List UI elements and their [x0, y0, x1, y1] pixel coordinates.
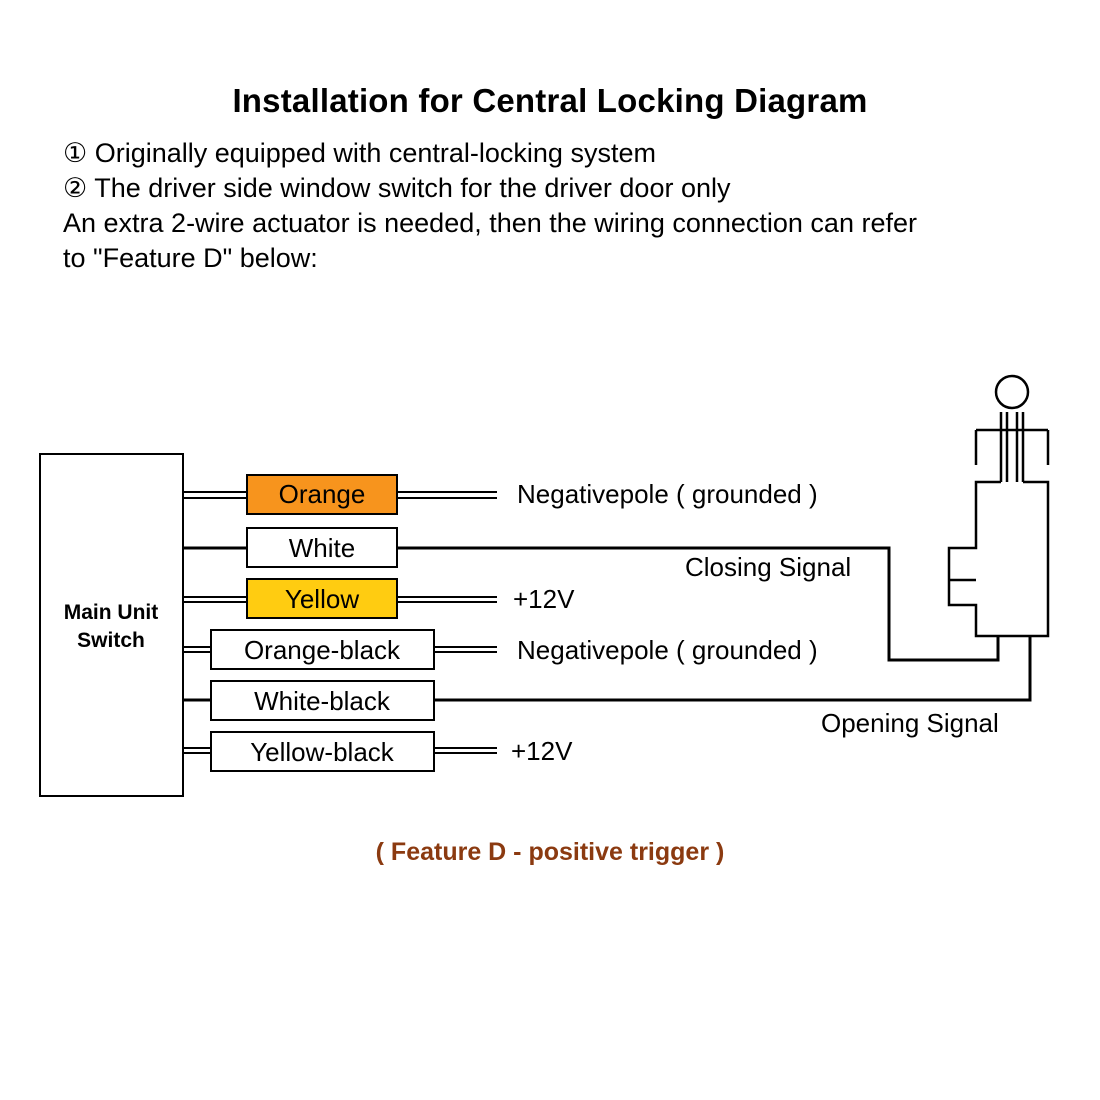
- end-label-yellow: +12V: [513, 584, 575, 614]
- wire-label-yellow-black: Yellow-black: [250, 737, 395, 767]
- main-unit-label-line2: Switch: [77, 629, 145, 652]
- wire-yellow-black: [183, 747, 497, 754]
- opening-signal-label: Opening Signal: [821, 708, 999, 738]
- main-unit-switch-box: [39, 453, 184, 797]
- end-label-yellow-black: +12V: [511, 736, 573, 766]
- end-label-orange: Negativepole ( grounded ): [517, 479, 818, 509]
- note-line-1: ① Originally equipped with central-locki…: [63, 138, 656, 168]
- actuator-symbol: [947, 374, 1050, 638]
- wire-label-orange: Orange: [279, 479, 366, 509]
- closing-signal-label: Closing Signal: [685, 552, 851, 582]
- wire-label-yellow: Yellow: [285, 584, 359, 614]
- wire-white: [183, 546, 1000, 662]
- wire-yellow: [183, 596, 497, 603]
- diagram-title: Installation for Central Locking Diagram: [232, 82, 868, 119]
- wire-box-yellow-black: [210, 731, 435, 772]
- wire-box-yellow: [246, 578, 398, 619]
- wire-white-black: [183, 636, 1032, 702]
- wire-box-white: [246, 527, 398, 568]
- wire-label-orange-black: Orange-black: [244, 635, 401, 665]
- end-label-orange-black: Negativepole ( grounded ): [517, 635, 818, 665]
- main-unit-label-line1: Main Unit: [64, 601, 159, 624]
- note-line-2: ② The driver side window switch for the …: [63, 173, 731, 203]
- wire-label-white-black: White-black: [254, 686, 391, 716]
- wire-orange: [183, 491, 497, 499]
- note-line-3: An extra 2-wire actuator is needed, then…: [63, 208, 917, 238]
- wire-box-orange-black: [210, 629, 435, 670]
- wire-box-orange: [246, 474, 398, 515]
- wire-box-white-black: [210, 680, 435, 721]
- feature-caption: ( Feature D - positive trigger ): [375, 838, 725, 866]
- instruction-notes: ① Originally equipped with central-locki…: [63, 136, 1073, 276]
- wire-orange-black: [183, 646, 497, 653]
- note-line-4: to "Feature D" below:: [63, 243, 318, 273]
- wire-label-white: White: [289, 533, 355, 563]
